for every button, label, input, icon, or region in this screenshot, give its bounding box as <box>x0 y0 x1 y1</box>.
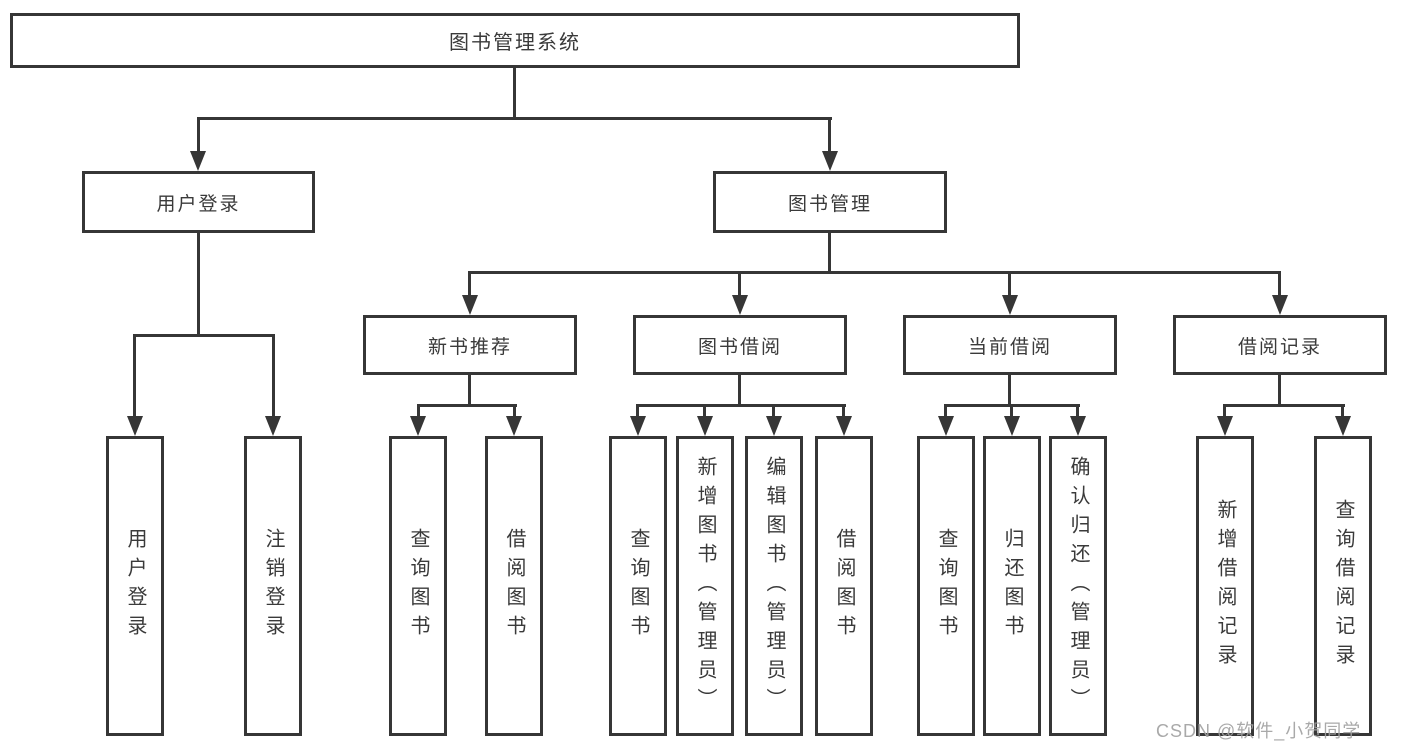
connector-line <box>703 404 706 418</box>
connector-arrowhead <box>1002 295 1018 315</box>
connector-line <box>197 233 200 336</box>
node-current-borrowing: 当前借阅 <box>903 315 1117 375</box>
connector-arrowhead <box>1070 416 1086 436</box>
connector-line <box>636 404 639 418</box>
connector-arrowhead <box>1004 416 1020 436</box>
connector-line <box>468 375 471 407</box>
node-label: 确认归还（管理员） <box>1067 455 1089 717</box>
connector-line <box>828 117 831 155</box>
connector-line <box>636 404 846 407</box>
connector-arrowhead <box>1272 295 1288 315</box>
connector-line <box>1008 375 1011 407</box>
connector-arrowhead <box>127 416 143 436</box>
leaf-logout: 注销登录 <box>244 436 302 736</box>
leaf-newbook-borrow-books: 借阅图书 <box>485 436 543 736</box>
connector-line <box>842 404 845 418</box>
node-label: 借阅图书 <box>503 528 525 644</box>
connector-line <box>1278 271 1281 298</box>
connector-arrowhead <box>462 295 478 315</box>
connector-arrowhead <box>732 295 748 315</box>
leaf-borrowing-borrow-books: 借阅图书 <box>815 436 873 736</box>
leaf-current-confirm-return-admin: 确认归还（管理员） <box>1049 436 1107 736</box>
node-book-borrowing: 图书借阅 <box>633 315 847 375</box>
connector-line <box>197 117 200 155</box>
leaf-current-query-books: 查询图书 <box>917 436 975 736</box>
connector-line <box>738 375 741 407</box>
node-label: 查询图书 <box>627 528 649 644</box>
node-label: 注销登录 <box>262 528 284 644</box>
node-label: 用户登录 <box>124 528 146 644</box>
connector-line <box>133 334 136 418</box>
leaf-borrowing-edit-books-admin: 编辑图书（管理员） <box>745 436 803 736</box>
connector-line <box>417 404 517 407</box>
connector-arrowhead <box>265 416 281 436</box>
connector-line <box>468 271 1281 274</box>
node-label: 查询图书 <box>407 528 429 644</box>
node-label: 查询图书 <box>935 528 957 644</box>
leaf-newbook-query-books: 查询图书 <box>389 436 447 736</box>
node-label: 新书推荐 <box>427 336 512 358</box>
connector-line <box>1076 404 1079 418</box>
leaf-records-query-borrow-record: 查询借阅记录 <box>1314 436 1372 736</box>
node-label: 借阅记录 <box>1237 336 1322 358</box>
connector-arrowhead <box>506 416 522 436</box>
node-label: 编辑图书（管理员） <box>763 455 785 717</box>
leaf-current-return-books: 归还图书 <box>983 436 1041 736</box>
node-borrow-records: 借阅记录 <box>1173 315 1387 375</box>
node-label: 查询借阅记录 <box>1332 499 1354 673</box>
connector-arrowhead <box>822 151 838 171</box>
connector-line <box>1008 271 1011 298</box>
connector-line <box>1223 404 1345 407</box>
leaf-borrowing-query-books: 查询图书 <box>609 436 667 736</box>
connector-line <box>513 68 516 118</box>
connector-arrowhead <box>697 416 713 436</box>
connector-arrowhead <box>190 151 206 171</box>
connector-line <box>772 404 775 418</box>
connector-line <box>1223 404 1226 418</box>
connector-line <box>1010 404 1013 418</box>
node-label: 新增图书（管理员） <box>694 455 716 717</box>
node-new-book-recommendation: 新书推荐 <box>363 315 577 375</box>
connector-line <box>272 334 275 418</box>
connector-line <box>738 271 741 298</box>
connector-line <box>1278 375 1281 407</box>
connector-line <box>417 404 420 418</box>
connector-arrowhead <box>630 416 646 436</box>
node-label: 用户登录 <box>156 193 241 215</box>
leaf-borrowing-add-books-admin: 新增图书（管理员） <box>676 436 734 736</box>
leaf-user-login: 用户登录 <box>106 436 164 736</box>
connector-line <box>1341 404 1344 418</box>
connector-line <box>133 334 275 337</box>
connector-line <box>197 117 832 120</box>
connector-arrowhead <box>836 416 852 436</box>
node-label: 图书管理 <box>787 193 872 215</box>
connector-arrowhead <box>1335 416 1351 436</box>
connector-line <box>513 404 516 418</box>
connector-line <box>828 233 831 274</box>
node-label: 当前借阅 <box>967 336 1052 358</box>
node-book-management: 图书管理 <box>713 171 947 233</box>
node-user-login: 用户登录 <box>82 171 315 233</box>
node-label: 归还图书 <box>1001 528 1023 644</box>
connector-line <box>944 404 947 418</box>
connector-line <box>468 271 471 298</box>
node-library-management-system: 图书管理系统 <box>10 13 1020 68</box>
connector-arrowhead <box>1217 416 1233 436</box>
connector-arrowhead <box>938 416 954 436</box>
csdn-watermark: CSDN @软件_小贺同学 <box>1156 721 1362 741</box>
leaf-records-add-borrow-record: 新增借阅记录 <box>1196 436 1254 736</box>
node-label: 借阅图书 <box>833 528 855 644</box>
node-label: 新增借阅记录 <box>1214 499 1236 673</box>
node-label: 图书管理系统 <box>449 32 581 54</box>
connector-arrowhead <box>766 416 782 436</box>
node-label: 图书借阅 <box>697 336 782 358</box>
connector-arrowhead <box>410 416 426 436</box>
